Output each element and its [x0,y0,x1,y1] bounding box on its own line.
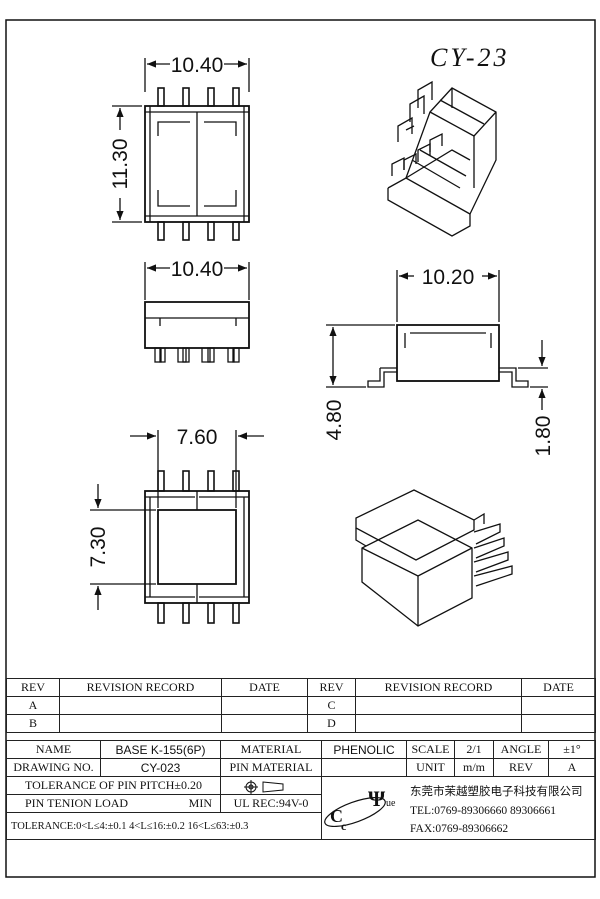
ul-rec: UL REC:94V-0 [220,794,322,813]
rev-cell: A [6,696,60,715]
name-value: BASE K-155(6P) [100,740,221,759]
rev-cell: B [6,714,60,733]
dim-front-pin: 1.80 [532,416,555,457]
revision-row: B D [6,714,596,733]
pin-tension-label: PIN TENION LOAD [25,796,129,810]
date-cell [521,696,596,715]
angle-label: ANGLE [493,740,549,759]
date-header-2: DATE [521,678,596,697]
name-label: NAME [6,740,101,759]
tolerance-line: TOLERANCE:0<L≤4:±0.1 4<L≤16:±0.2 16<L≤63… [6,812,322,840]
revision-record-header: REVISION RECORD [59,678,222,697]
revision-header-row: REV REVISION RECORD DATE REV REVISION RE… [6,678,596,697]
revision-table: REV REVISION RECORD DATE REV REVISION RE… [6,678,596,733]
record-cell [355,714,522,733]
dim-side-width: 10.40 [171,258,224,281]
company-fax: FAX:0769-89306662 [410,823,509,835]
unit-value: m/m [454,758,494,777]
drawing-no-value: CY-023 [100,758,221,777]
angle-value: ±1° [548,740,596,759]
isometric-view-bottom [355,489,513,627]
dim-front-height: 4.80 [323,400,346,441]
model-title: CY-23 [430,43,510,72]
unit-label: UNIT [406,758,455,777]
isometric-view-top [387,80,497,237]
rev-cell: C [307,696,356,715]
pin-material-value [321,758,407,777]
rev-header-2: REV [307,678,356,697]
material-label: MATERIAL [220,740,322,759]
date-cell [221,696,308,715]
top-view: 10.40 11.30 [109,54,250,241]
date-cell [521,714,596,733]
scale-value: 2/1 [454,740,494,759]
rev-value: A [548,758,596,777]
title-block: NAME BASE K-155(6P) MATERIAL PHENOLIC SC… [6,740,596,840]
revision-row: A C [6,696,596,715]
sheet-border [5,19,596,878]
date-cell [221,714,308,733]
dim-top-width: 10.40 [171,54,224,77]
company-block: 东莞市茉越塑胶电子科技有限公司 TEL:0769-89306660 893066… [321,776,596,840]
pin-material-label: PIN MATERIAL [220,758,322,777]
company-name: 东莞市茉越塑胶电子科技有限公司 [410,786,583,798]
tolerance-pitch: TOLERANCE OF PIN PITCH±0.20 [6,776,221,795]
record-cell [355,696,522,715]
rev-label: REV [493,758,549,777]
scale-label: SCALE [406,740,455,759]
revision-record-header-2: REVISION RECORD [355,678,522,697]
record-cell [59,696,222,715]
company-tel: TEL:0769-89306660 89306661 [410,805,556,817]
dim-top-height: 11.30 [109,139,132,190]
material-value: PHENOLIC [321,740,407,759]
pin-symbol-cell [220,776,322,795]
rev-header: REV [6,678,60,697]
pin-tension-cell: PIN TENION LOAD MIN [6,794,221,813]
record-cell [59,714,222,733]
side-view: 10.40 [144,258,250,363]
dim-bottom-height: 7.30 [87,527,110,568]
rev-cell: D [307,714,356,733]
date-header: DATE [221,678,308,697]
bottom-view: 7.60 7.30 [87,426,264,624]
drawing-no-label: DRAWING NO. [6,758,101,777]
dim-bottom-width: 7.60 [177,426,218,449]
pin-tension-value: MIN [188,796,212,810]
front-view: 10.20 4.80 1.80 [323,266,555,456]
dim-front-width: 10.20 [422,266,475,289]
